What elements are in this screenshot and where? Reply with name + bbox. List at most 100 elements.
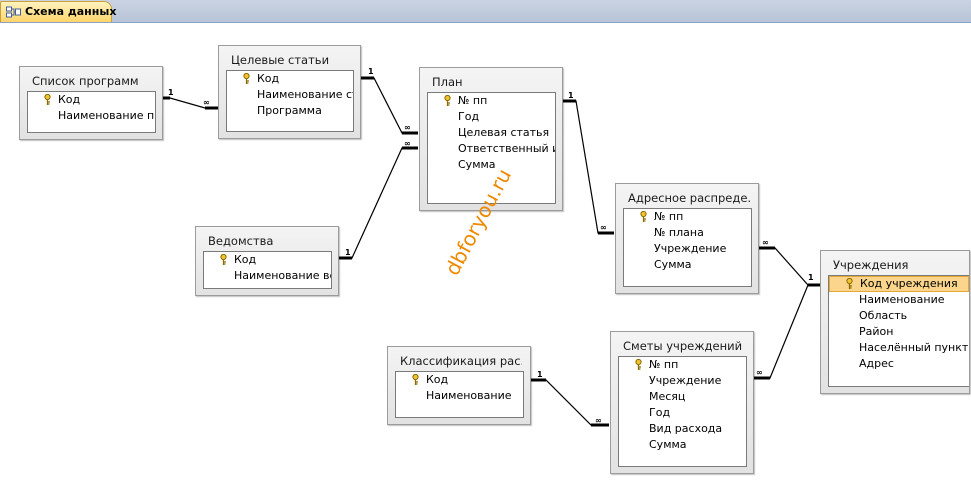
table-title: Ведомства [208, 234, 274, 248]
table-title: План [432, 75, 463, 89]
field-primary-key[interactable]: № пп [428, 93, 555, 109]
table-klassifikatsiya-raskhodov[interactable]: Классификация рас... Код Наименование [387, 346, 531, 425]
field-list[interactable]: Код учреждения Наименование Область Райо… [828, 275, 969, 387]
cardinality-one-classification: 1 [537, 370, 543, 379]
relationship-line-articles[interactable] [361, 76, 418, 135]
field-name: Код [58, 93, 81, 106]
relationship-line-departments[interactable] [339, 146, 418, 260]
field[interactable]: Сумма [619, 437, 746, 453]
document-tab-strip: Схема данных [0, 0, 971, 23]
cardinality-many-programs: ∞ [203, 98, 210, 107]
field-name: Наименование [859, 293, 945, 306]
cardinality-many-address: ∞ [762, 238, 769, 247]
field-list[interactable]: Код Наименование [395, 371, 524, 418]
key-icon [243, 73, 250, 84]
field-primary-key[interactable]: Код [28, 92, 155, 108]
relationship-line-classification[interactable] [531, 378, 609, 427]
field-name: Район [859, 325, 894, 338]
field[interactable]: Целевая статья [428, 125, 555, 141]
field[interactable]: Вид расхода [619, 421, 746, 437]
field[interactable]: Учреждение [624, 241, 751, 257]
field-primary-key[interactable]: № пп [619, 357, 746, 373]
field[interactable]: Наименование вед [204, 268, 331, 284]
field[interactable]: Ответственный ис [428, 141, 555, 157]
field-name: Целевая статья [458, 126, 550, 139]
table-adresnoe-raspredelenie[interactable]: Адресное распреде... № пп № плана Учрежд… [615, 183, 759, 294]
table-title: Список программ [32, 74, 139, 88]
field[interactable]: Учреждение [619, 373, 746, 389]
table-title: Адресное распреде... [628, 191, 750, 205]
table-uchrezhdeniya[interactable]: Учреждения Код учреждения Наименование О… [820, 250, 970, 394]
table-title: Целевые статьи [231, 53, 330, 67]
key-icon [44, 94, 51, 105]
field[interactable]: Сумма [624, 257, 751, 273]
field[interactable]: Год [428, 109, 555, 125]
cardinality-one-articles: 1 [368, 67, 374, 76]
field-name: Адрес [859, 357, 894, 370]
field-list[interactable]: Код Наименование вед [203, 251, 332, 289]
tab-schema[interactable]: Схема данных [0, 1, 116, 22]
field-name: Наименование [426, 389, 512, 402]
field-primary-key[interactable]: Код [227, 71, 353, 87]
field-primary-key[interactable]: Код [396, 372, 523, 388]
field[interactable]: Адрес [829, 356, 969, 372]
field[interactable]: № плана [624, 225, 751, 241]
relationship-line-institutions-address[interactable] [759, 246, 823, 287]
field-name: Наименование вед [234, 269, 331, 282]
field-name: Код учреждения [860, 277, 958, 290]
field[interactable]: Программа [227, 103, 353, 119]
key-icon [635, 359, 642, 370]
field-name: Наименование пр [58, 109, 155, 122]
table-vedomstva[interactable]: Ведомства Код Наименование вед [195, 226, 339, 296]
key-icon [444, 95, 451, 106]
cardinality-many-plan: ∞ [600, 223, 607, 232]
field-name: № пп [654, 210, 684, 223]
table-smety-uchrezhdeniy[interactable]: Сметы учреждений № пп Учреждение Месяц Г… [610, 331, 754, 474]
cardinality-many-classification: ∞ [595, 416, 602, 425]
field[interactable]: Населённый пункт [829, 340, 969, 356]
field[interactable]: Наименование ста [227, 87, 353, 103]
cardinality-one-plan: 1 [568, 91, 574, 100]
field-name: Ответственный ис [458, 142, 555, 155]
field-primary-key[interactable]: № пп [624, 209, 751, 225]
cardinality-many-departments: ∞ [404, 139, 411, 148]
field-name: Код [426, 373, 449, 386]
field[interactable]: Месяц [619, 389, 746, 405]
field-name: Наименование ста [257, 88, 353, 101]
relationship-line-plan[interactable] [563, 99, 614, 235]
field-name: Сумма [458, 158, 496, 171]
tab-label: Схема данных [25, 5, 117, 18]
cardinality-one-institutions: 1 [808, 273, 814, 282]
field[interactable]: Наименование [829, 292, 969, 308]
field[interactable]: Год [619, 405, 746, 421]
field-name: Код [257, 72, 280, 85]
field-name: № пп [458, 94, 488, 107]
relationship-line-programs[interactable] [163, 96, 218, 110]
cardinality-one-departments: 1 [345, 248, 351, 257]
field-list[interactable]: № пп Год Целевая статья Ответственный ис… [427, 92, 556, 204]
field[interactable]: Область [829, 308, 969, 324]
field-name: Код [234, 253, 257, 266]
field[interactable]: Район [829, 324, 969, 340]
field-list[interactable]: Код Наименование ста Программа [226, 70, 354, 132]
relationship-line-institutions-estimates[interactable] [754, 284, 809, 380]
key-icon [220, 254, 227, 265]
table-plan[interactable]: План № пп Год Целевая статья Ответственн… [419, 67, 563, 211]
table-tselevye-stati[interactable]: Целевые статьи Код Наименование ста Прог… [218, 45, 361, 139]
field-list[interactable]: Код Наименование пр [27, 91, 156, 133]
table-title: Учреждения [833, 258, 909, 272]
field-primary-key-selected[interactable]: Код учреждения [829, 276, 969, 292]
field-name: Сумма [649, 438, 687, 451]
field-name: Учреждение [649, 374, 722, 387]
field[interactable]: Наименование [396, 388, 523, 404]
cardinality-one-programs: 1 [168, 88, 174, 97]
field[interactable]: Наименование пр [28, 108, 155, 124]
field[interactable]: Сумма [428, 157, 555, 173]
field-list[interactable]: № пп Учреждение Месяц Год Вид расхода Су… [618, 356, 747, 467]
table-spisok-programm[interactable]: Список программ Код Наименование пр [19, 66, 163, 140]
cardinality-many-estimates: ∞ [756, 368, 763, 377]
field-primary-key[interactable]: Код [204, 252, 331, 268]
field-list[interactable]: № пп № плана Учреждение Сумма [623, 208, 752, 287]
field-name: № плана [654, 226, 704, 239]
field-name: Год [649, 406, 671, 419]
